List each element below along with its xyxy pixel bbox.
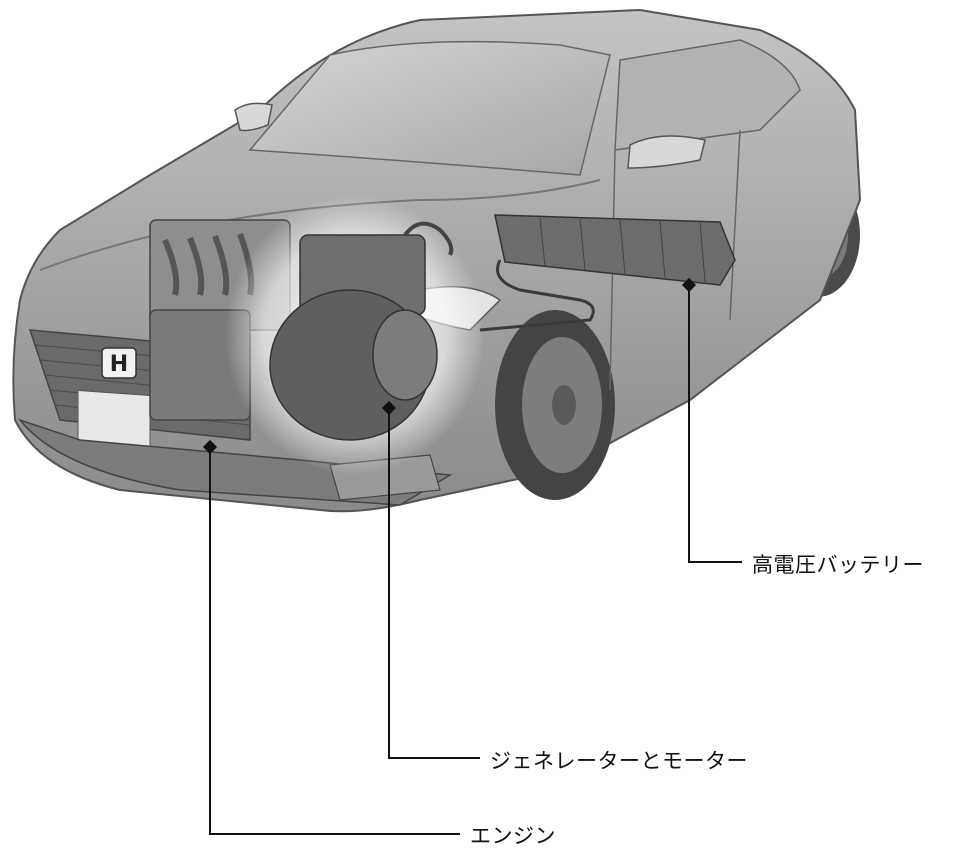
motor-cable bbox=[403, 221, 454, 256]
high-voltage-battery bbox=[479, 214, 736, 332]
left-mirror bbox=[234, 102, 273, 132]
generator-motor bbox=[225, 195, 485, 475]
logo-letter: H bbox=[110, 352, 128, 377]
front-wheel-hub bbox=[552, 385, 576, 425]
logo-badge bbox=[101, 347, 137, 379]
battery-marker bbox=[681, 277, 697, 293]
generator-motor-label: ジェネレーターとモーター bbox=[490, 749, 748, 773]
side-mirror bbox=[627, 135, 706, 169]
battery-cable bbox=[479, 259, 595, 332]
motor-marker bbox=[381, 400, 397, 416]
engine-marker bbox=[202, 439, 218, 455]
engine-label: エンジン bbox=[470, 824, 556, 848]
battery-leader bbox=[688, 285, 742, 563]
license-plate bbox=[77, 389, 151, 449]
callout-markers bbox=[202, 277, 697, 455]
motor-leader bbox=[388, 408, 480, 759]
engine-leader bbox=[209, 447, 460, 835]
battery-cells bbox=[539, 217, 706, 283]
windshield bbox=[248, 40, 611, 176]
battery-pack bbox=[494, 214, 736, 286]
callout-lines bbox=[209, 285, 742, 835]
side-window bbox=[614, 39, 801, 151]
motor-rotor bbox=[372, 309, 438, 401]
battery-label: 高電圧バッテリー bbox=[752, 553, 924, 577]
